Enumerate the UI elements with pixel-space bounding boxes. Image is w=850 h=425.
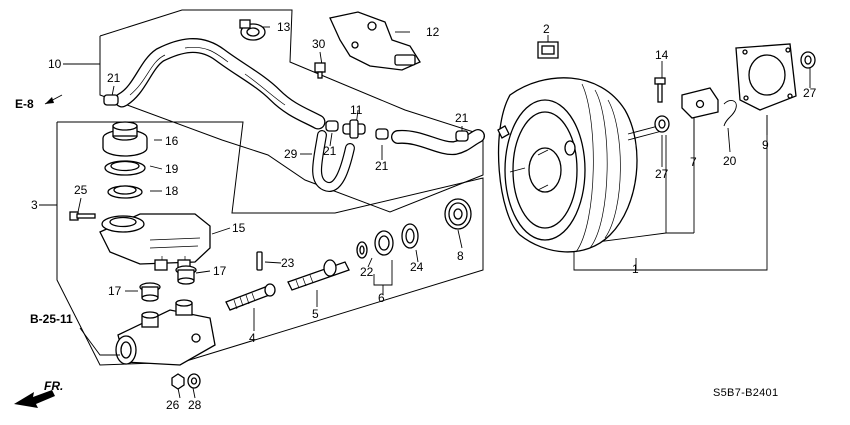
front-direction-arrow: FR.: [14, 379, 63, 408]
part-labels: 1 2 3 4 5 6 7 8 9 10 11 12 13 14 15 16 1…: [31, 20, 817, 412]
nut: [171, 373, 185, 390]
front-label: FR.: [44, 379, 63, 393]
reservoir-cap: [102, 121, 148, 157]
part-label: 1: [632, 262, 639, 276]
booster-seal: [444, 198, 472, 230]
o-ring: [356, 241, 368, 259]
pin: [256, 251, 263, 271]
part-label: 21: [375, 159, 389, 173]
brake-booster: [497, 77, 663, 253]
part-label: 7: [690, 155, 697, 169]
check-valve: [342, 119, 366, 139]
part-label: 21: [323, 144, 337, 158]
part-label: 27: [655, 167, 669, 181]
part-label: 13: [277, 20, 291, 34]
reservoir-grommet: [175, 265, 197, 285]
reference-b2511: B-25-11: [30, 312, 120, 356]
flange-nut: [800, 51, 816, 69]
hose-group-frame: [99, 9, 484, 213]
reservoir-seal: [104, 160, 146, 176]
part-label: 23: [281, 256, 295, 270]
vacuum-bracket: [329, 11, 421, 71]
part-label: 28: [188, 398, 202, 412]
part-label: 14: [655, 48, 669, 62]
part-label: 17: [108, 284, 122, 298]
hose-clip: [103, 94, 469, 142]
part-label: 17: [213, 264, 227, 278]
part-label: 12: [426, 25, 440, 39]
strainer: [107, 185, 143, 199]
part-label: 22: [360, 265, 374, 279]
part-label: 21: [455, 111, 469, 125]
flange-nut: [654, 115, 670, 133]
seal-spring: [401, 223, 419, 249]
push-rod-yoke: [681, 87, 719, 119]
part-label: 8: [457, 249, 464, 263]
piston-seal: [374, 230, 394, 256]
part-label: 29: [284, 147, 298, 161]
part-label: 6: [378, 291, 385, 305]
bolt: [654, 77, 666, 103]
grommet: [537, 41, 559, 59]
part-label: 4: [249, 331, 256, 345]
primary-piston: [287, 259, 350, 291]
part-label: 19: [165, 162, 179, 176]
bolt: [69, 211, 96, 221]
part-label: 10: [48, 57, 62, 71]
diagram-code: S5B7-B2401: [713, 387, 778, 399]
master-cylinder-body: [115, 299, 216, 366]
vacuum-hose: [114, 38, 326, 130]
part-label: 5: [312, 307, 319, 321]
part-label: 24: [410, 260, 424, 274]
yoke-clip: [723, 100, 737, 127]
part-label: 20: [723, 154, 737, 168]
part-label: 25: [74, 183, 88, 197]
bolt: [314, 62, 326, 79]
brake-fluid-reservoir: [99, 213, 211, 271]
master-cylinder-group-frame: [56, 121, 484, 366]
part-label: 2: [543, 22, 550, 36]
part-label: 11: [350, 103, 363, 117]
part-label: 26: [166, 398, 180, 412]
reference-label-e8: E-8: [15, 97, 34, 111]
reference-e8: E-8: [15, 94, 63, 111]
part-label: 27: [803, 86, 817, 100]
part-label: 21: [107, 71, 121, 85]
vacuum-hose-short: [391, 129, 485, 156]
reference-label-b2511: B-25-11: [30, 312, 73, 326]
part-label: 9: [762, 138, 769, 152]
booster-gasket: [735, 43, 797, 111]
part-label: 16: [165, 134, 179, 148]
part-label: 18: [165, 184, 179, 198]
part-label: 30: [312, 37, 326, 51]
vacuum-hose-u: [312, 130, 355, 192]
washer: [187, 373, 201, 389]
part-label: 15: [232, 221, 246, 235]
part-label: 3: [31, 198, 38, 212]
secondary-piston: [225, 283, 276, 311]
reservoir-grommet: [139, 282, 161, 302]
hose-clamp: [239, 19, 266, 41]
